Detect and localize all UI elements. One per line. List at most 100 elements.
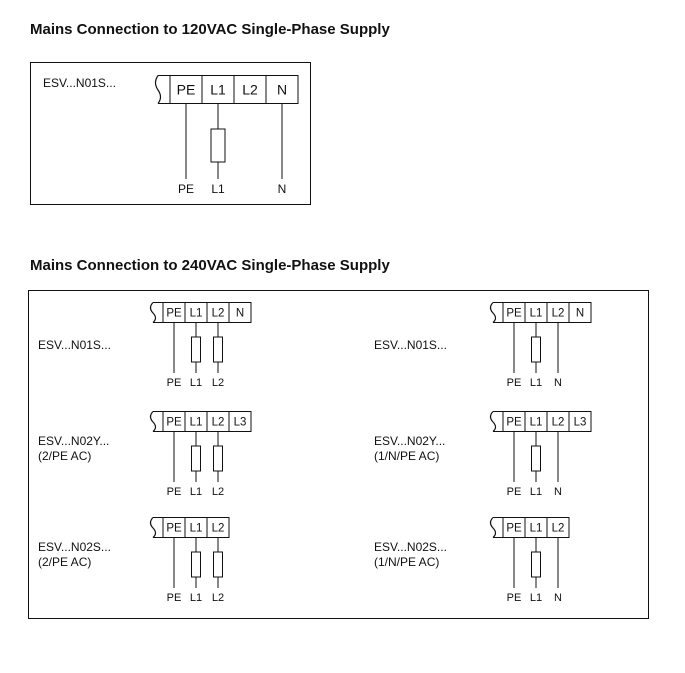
terminal-label: L1 (190, 308, 203, 320)
fuse-symbol (531, 445, 541, 472)
wire-end-label: PE (507, 486, 522, 498)
model-code: ESV...N02Y... (374, 434, 446, 448)
wire-break-icon (154, 75, 162, 104)
model-label: ESV...N01S... (43, 76, 116, 91)
terminal-label: PE (166, 523, 182, 535)
wire-end-label: PE (507, 377, 522, 389)
model-label: ESV...N01S... (38, 338, 111, 353)
terminal-label: L2 (212, 308, 225, 320)
terminal-label: N (576, 308, 584, 320)
wire-break-icon (149, 411, 157, 432)
wire-end-label: PE (167, 377, 182, 389)
terminal-label: L1 (530, 308, 543, 320)
wire-end-label: L1 (530, 377, 542, 389)
wire-end-label: PE (507, 592, 522, 604)
terminal-label: L1 (190, 523, 203, 535)
terminal-label: L2 (212, 523, 225, 535)
model-connection-type: (2/PE AC) (38, 555, 92, 569)
wire-break-icon (489, 411, 497, 432)
section-title-120vac: Mains Connection to 120VAC Single-Phase … (30, 21, 390, 38)
terminal-label: PE (506, 417, 522, 429)
wire-end-label: N (278, 182, 287, 196)
wire-end-label: N (554, 377, 562, 389)
terminal-cell (265, 75, 299, 104)
fuse-symbol (213, 336, 223, 363)
wire-end-label: N (554, 592, 562, 604)
terminal-cell (568, 302, 592, 323)
terminal-label: L2 (552, 308, 565, 320)
terminal-label: L1 (190, 417, 203, 429)
model-code: ESV...N02S... (38, 540, 111, 554)
wire-end-label: L1 (190, 592, 202, 604)
fuse-symbol (531, 336, 541, 363)
wire-end-label: N (554, 486, 562, 498)
terminal-label: N (236, 308, 244, 320)
fuse-symbol (213, 551, 223, 578)
fuse-symbol (191, 445, 201, 472)
wire-end-label: L1 (530, 592, 542, 604)
model-code: ESV...N01S... (374, 338, 447, 352)
wire-end-label: PE (167, 592, 182, 604)
section-title-240vac: Mains Connection to 240VAC Single-Phase … (30, 257, 390, 274)
terminal-label: PE (506, 308, 522, 320)
model-connection-type: (2/PE AC) (38, 449, 92, 463)
terminal-cell (233, 75, 267, 104)
model-label: ESV...N02S...(1/N/PE AC) (374, 540, 447, 570)
terminal-label: L1 (210, 82, 226, 98)
model-label: ESV...N02Y...(2/PE AC) (38, 434, 109, 464)
fuse-symbol (210, 128, 226, 163)
wire-end-label: L1 (530, 486, 542, 498)
terminal-cell (568, 411, 592, 432)
terminal-label: L2 (552, 523, 565, 535)
wire-break-icon (149, 302, 157, 323)
wire-end-label: L1 (190, 486, 202, 498)
wire-break-icon (149, 517, 157, 538)
terminal-label: L2 (552, 417, 565, 429)
wire-end-label: PE (167, 486, 182, 498)
terminal-label: L1 (530, 417, 543, 429)
wire-end-label: L1 (211, 182, 225, 196)
wire-break-icon (489, 517, 497, 538)
terminal-cell (228, 302, 252, 323)
wire-end-label: L2 (212, 592, 224, 604)
terminal-label: PE (177, 82, 196, 98)
terminal-label: N (277, 82, 287, 98)
terminal-cell (206, 517, 230, 538)
model-connection-type: (1/N/PE AC) (374, 449, 440, 463)
wire-end-label: L2 (212, 377, 224, 389)
wire-end-label: L1 (190, 377, 202, 389)
model-code: ESV...N02Y... (38, 434, 110, 448)
fuse-symbol (213, 445, 223, 472)
terminal-label: PE (166, 308, 182, 320)
terminal-label: PE (506, 523, 522, 535)
terminal-label: L2 (242, 82, 258, 98)
terminal-label: PE (166, 417, 182, 429)
fuse-symbol (191, 551, 201, 578)
model-label: ESV...N02S...(2/PE AC) (38, 540, 111, 570)
fuse-symbol (191, 336, 201, 363)
terminal-label: L3 (574, 417, 587, 429)
model-code: ESV...N01S... (43, 76, 116, 90)
model-connection-type: (1/N/PE AC) (374, 555, 440, 569)
fuse-symbol (531, 551, 541, 578)
model-code: ESV...N02S... (374, 540, 447, 554)
terminal-label: L2 (212, 417, 225, 429)
model-code: ESV...N01S... (38, 338, 111, 352)
terminal-cell (546, 517, 570, 538)
model-label: ESV...N01S... (374, 338, 447, 353)
terminal-cell (228, 411, 252, 432)
wire-break-icon (489, 302, 497, 323)
model-label: ESV...N02Y...(1/N/PE AC) (374, 434, 445, 464)
wire-end-label: PE (178, 182, 194, 196)
terminal-label: L3 (234, 417, 247, 429)
